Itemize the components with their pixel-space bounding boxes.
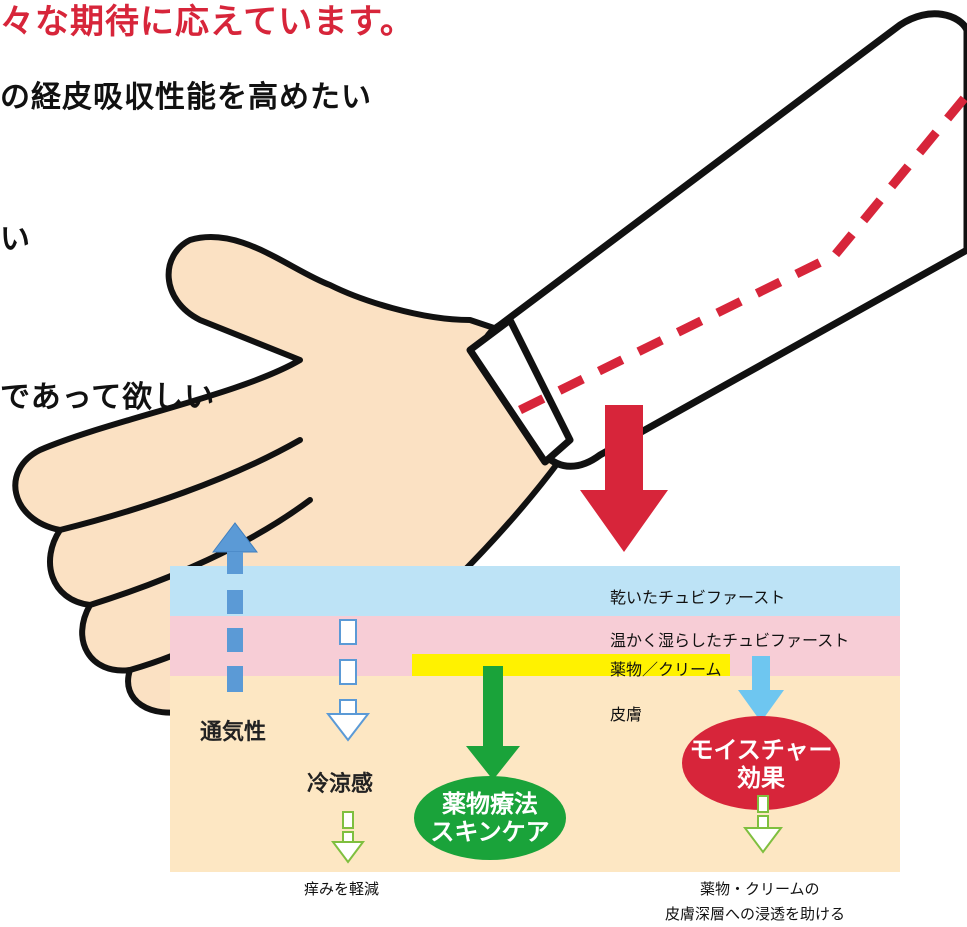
headline-1: 々な期待に応えています。: [0, 2, 415, 42]
effect-therapy-label: 薬物療法 スキンケア: [430, 790, 550, 846]
caption-itch: 痒みを軽減: [304, 880, 380, 898]
caption-penetration-1: 薬物・クリームの: [700, 880, 820, 898]
therapy-arrow: [466, 666, 520, 780]
moisture-arrow: [738, 656, 784, 722]
red-down-arrow: [580, 405, 668, 552]
caption-penetration-2: 皮膚深層への浸透を助ける: [665, 905, 846, 923]
breathability-arrow: [211, 522, 259, 692]
layer-label-drug: 薬物／クリーム: [610, 660, 722, 679]
effect-breathability: 通気性: [200, 720, 267, 745]
layer-label-dry: 乾いたチュビファースト: [610, 588, 786, 607]
therapy-ellipse: [414, 776, 566, 860]
effect-cooling: 冷涼感: [307, 772, 374, 797]
effect-moisture-label: モイスチャー 効果: [689, 736, 833, 792]
headline-4: であって欲しい: [0, 380, 216, 415]
headline-2: の経皮吸収性能を高めたい: [0, 80, 372, 115]
penetration-arrow: [743, 795, 783, 854]
itch-arrow: [331, 811, 365, 864]
headline-3: い: [0, 222, 31, 257]
layer-label-skin: 皮膚: [610, 705, 643, 724]
cooling-arrow: [325, 619, 371, 742]
sleeve-illustration: [466, 10, 967, 470]
layer-label-warm: 温かく湿らしたチュビファースト: [610, 631, 850, 650]
moisture-ellipse: [682, 716, 840, 810]
